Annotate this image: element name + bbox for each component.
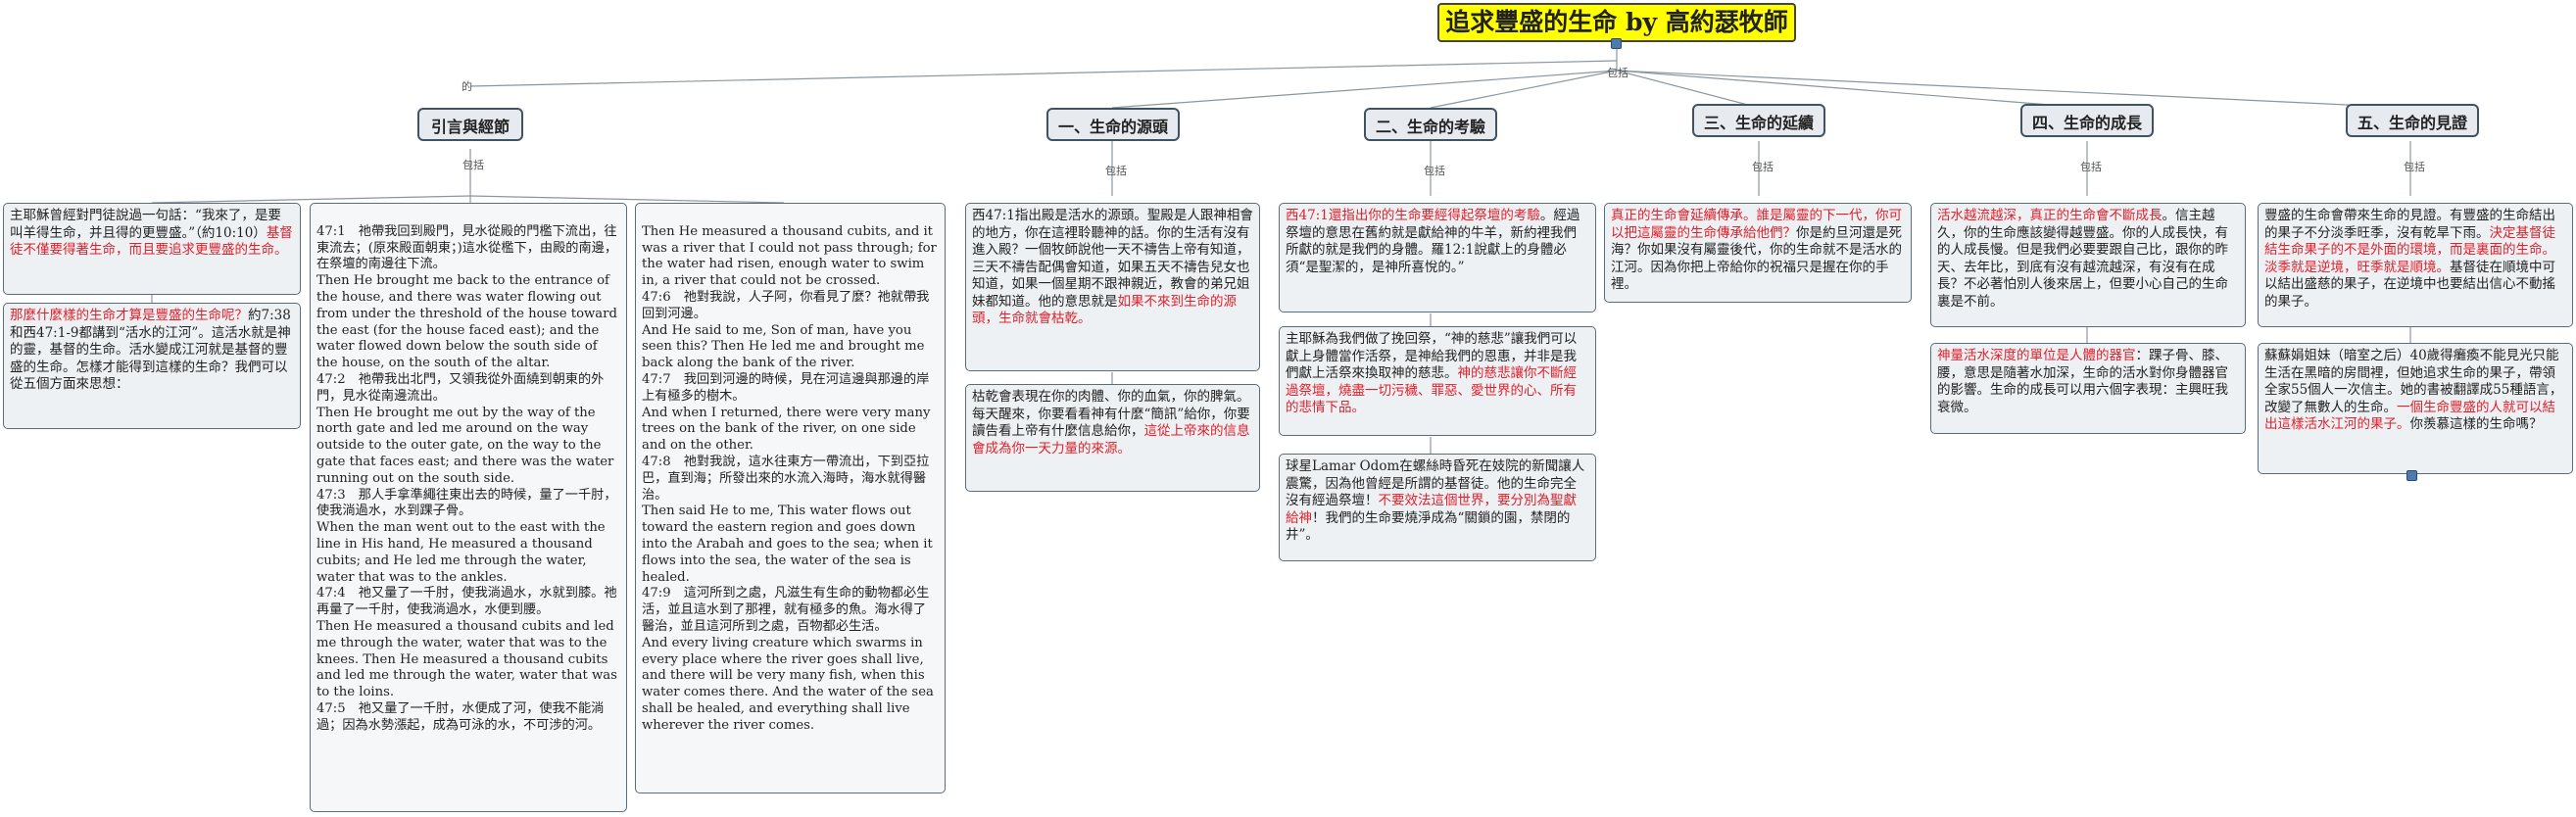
continuation-box-1[interactable]: 真正的生命會延續傳承。誰是屬靈的下一代，你可以把這屬靈的生命傳承給他們？你是約旦… (1604, 203, 1912, 303)
expand-toggle-icon[interactable] (2406, 470, 2417, 481)
section-header-testimony[interactable]: 五、生命的見證 (2346, 104, 2479, 137)
section-3-connector-label: 包括 (1752, 161, 1774, 173)
source-box-1[interactable]: 西47:1指出殿是活水的源頭。聖殿是人跟神相會的地方，你在這裡聆聽神的話。你的生… (965, 203, 1260, 371)
connector-label-left: 的 (462, 80, 472, 93)
intro-header[interactable]: 引言與經節 (417, 108, 523, 141)
section-header-continuation[interactable]: 三、生命的延續 (1692, 104, 1825, 137)
intro-box-verses-1[interactable]: 47:1 祂帶我回到殿門，見水從殿的門檻下流出，往東流去；(原來殿面朝東；)這水… (310, 203, 627, 812)
section-5-connector-label: 包括 (2404, 161, 2425, 173)
test-box-3[interactable]: 球星Lamar Odom在螺絲時昏死在妓院的新聞讓人震驚，因為他曾經是所謂的基督… (1279, 454, 1596, 561)
section-header-test[interactable]: 二、生命的考驗 (1364, 108, 1497, 141)
intro-box-question[interactable]: 那麼什麼樣的生命才算是豐盛的生命呢？約7:38和西47:1-9都講到“活水的江河… (3, 303, 301, 429)
intro-box-verses-2[interactable]: Then He measured a thousand cubits, and … (635, 203, 946, 793)
test-box-1[interactable]: 西47:1還指出你的生命要經得起祭壇的考驗。經過祭壇的意思在舊約就是獻給神的牛羊… (1279, 203, 1596, 312)
section-header-growth[interactable]: 四、生命的成長 (2020, 104, 2154, 137)
growth-box-2[interactable]: 神量活水深度的單位是人體的器官：踝子骨、膝、腰，意思是隨著水加深，生命的活水對你… (1930, 343, 2246, 434)
root-title: 追求豐盛的生命 by 高約瑟牧師 (1445, 8, 1788, 36)
expand-toggle-icon[interactable] (1611, 38, 1622, 49)
testimony-box-1[interactable]: 豐盛的生命會帶來生命的見證。有豐盛的生命結出的果子不分淡季旺季，沒有乾旱下雨。決… (2258, 203, 2573, 327)
section-header-source[interactable]: 一、生命的源頭 (1046, 108, 1180, 141)
source-box-2[interactable]: 枯乾會表現在你的肉體、你的血氣，你的脾氣。每天醒來，你要看看神有什麼“簡訊”給你… (965, 384, 1260, 492)
testimony-box-2[interactable]: 蘇蘇娟姐妹（暗室之后）40歲得癱瘓不能見光只能生活在黑暗的房間裡，但她追求生命的… (2258, 343, 2573, 474)
intro-box-quote[interactable]: 主耶穌曾經對門徒說過一句話：“我來了，是要叫羊得生命，并且得的更豐盛。”（約10… (3, 203, 301, 295)
intro-connector-label: 包括 (462, 159, 484, 171)
section-4-connector-label: 包括 (2080, 161, 2102, 173)
section-1-connector-label: 包括 (1105, 165, 1127, 177)
growth-box-1[interactable]: 活水越流越深，真正的生命會不斷成長。信主越久，你的生命應該變得越豐盛。你的人成長… (1930, 203, 2246, 327)
test-box-2[interactable]: 主耶穌為我們做了挽回祭，“神的慈悲”讓我們可以獻上身體當作活祭，是神給我們的恩惠… (1279, 326, 1596, 436)
connector-label-right: 包括 (1607, 67, 1628, 79)
root-topic[interactable]: 追求豐盛的生命 by 高約瑟牧師 (1437, 3, 1796, 42)
section-2-connector-label: 包括 (1424, 165, 1445, 177)
